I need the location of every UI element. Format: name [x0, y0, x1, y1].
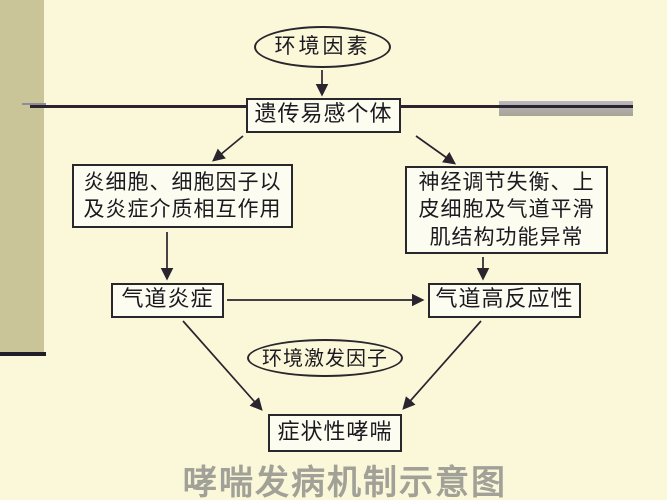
arrow-airway-hyper-to-symptomatic [402, 320, 482, 410]
left-accent-bar [0, 0, 44, 353]
node-airway-inflammation: 气道炎症 [111, 283, 224, 318]
left-accent-bar-bottom-line [0, 352, 46, 356]
node-genetically-susceptible-individual: 遗传易感个体 [246, 98, 401, 133]
node-environmental-trigger-factors: 环境激发因子 [247, 339, 403, 377]
node-airway-inflammation-label: 气道炎症 [121, 287, 214, 313]
right-gray-bar [499, 101, 633, 116]
node-inflammation-line1: 炎细胞、细胞因子以 [83, 169, 282, 194]
node-neural-line3: 肌结构功能异常 [429, 224, 584, 249]
arrow-airway-inflammation-to-symptomatic [182, 320, 263, 411]
node-symptomatic-asthma-label: 症状性哮喘 [277, 419, 393, 445]
node-neural-line2: 皮细胞及气道平滑 [418, 197, 595, 222]
node-neural-line1: 神经调节失衡、上 [418, 170, 595, 195]
node-environmental-factors: 环境因素 [254, 26, 391, 68]
node-neural-dysregulation-epithelium-smooth-muscle: 神经调节失衡、上 皮细胞及气道平滑 肌结构功能异常 [405, 166, 608, 254]
node-inflammation-line2: 及炎症介质相互作用 [83, 197, 282, 221]
node-symptomatic-asthma: 症状性哮喘 [268, 414, 402, 452]
node-genetically-susceptible-individual-label: 遗传易感个体 [254, 102, 393, 128]
arrow-genetic-to-inflammation [212, 135, 244, 162]
node-airway-hyperresponsiveness-label: 气道高反应性 [435, 287, 574, 313]
slide-title: 哮喘发病机制示意图 [183, 464, 507, 500]
arrow-genetic-to-neural [415, 135, 457, 165]
divider-line-tail [22, 103, 46, 105]
node-airway-hyperresponsiveness: 气道高反应性 [428, 283, 581, 318]
node-inflammatory-cells-cytokines-mediators: 炎细胞、细胞因子以 及炎症介质相互作用 [72, 164, 293, 228]
node-environmental-factors-label: 环境因素 [274, 34, 371, 59]
node-environmental-trigger-factors-label: 环境激发因子 [262, 346, 388, 370]
